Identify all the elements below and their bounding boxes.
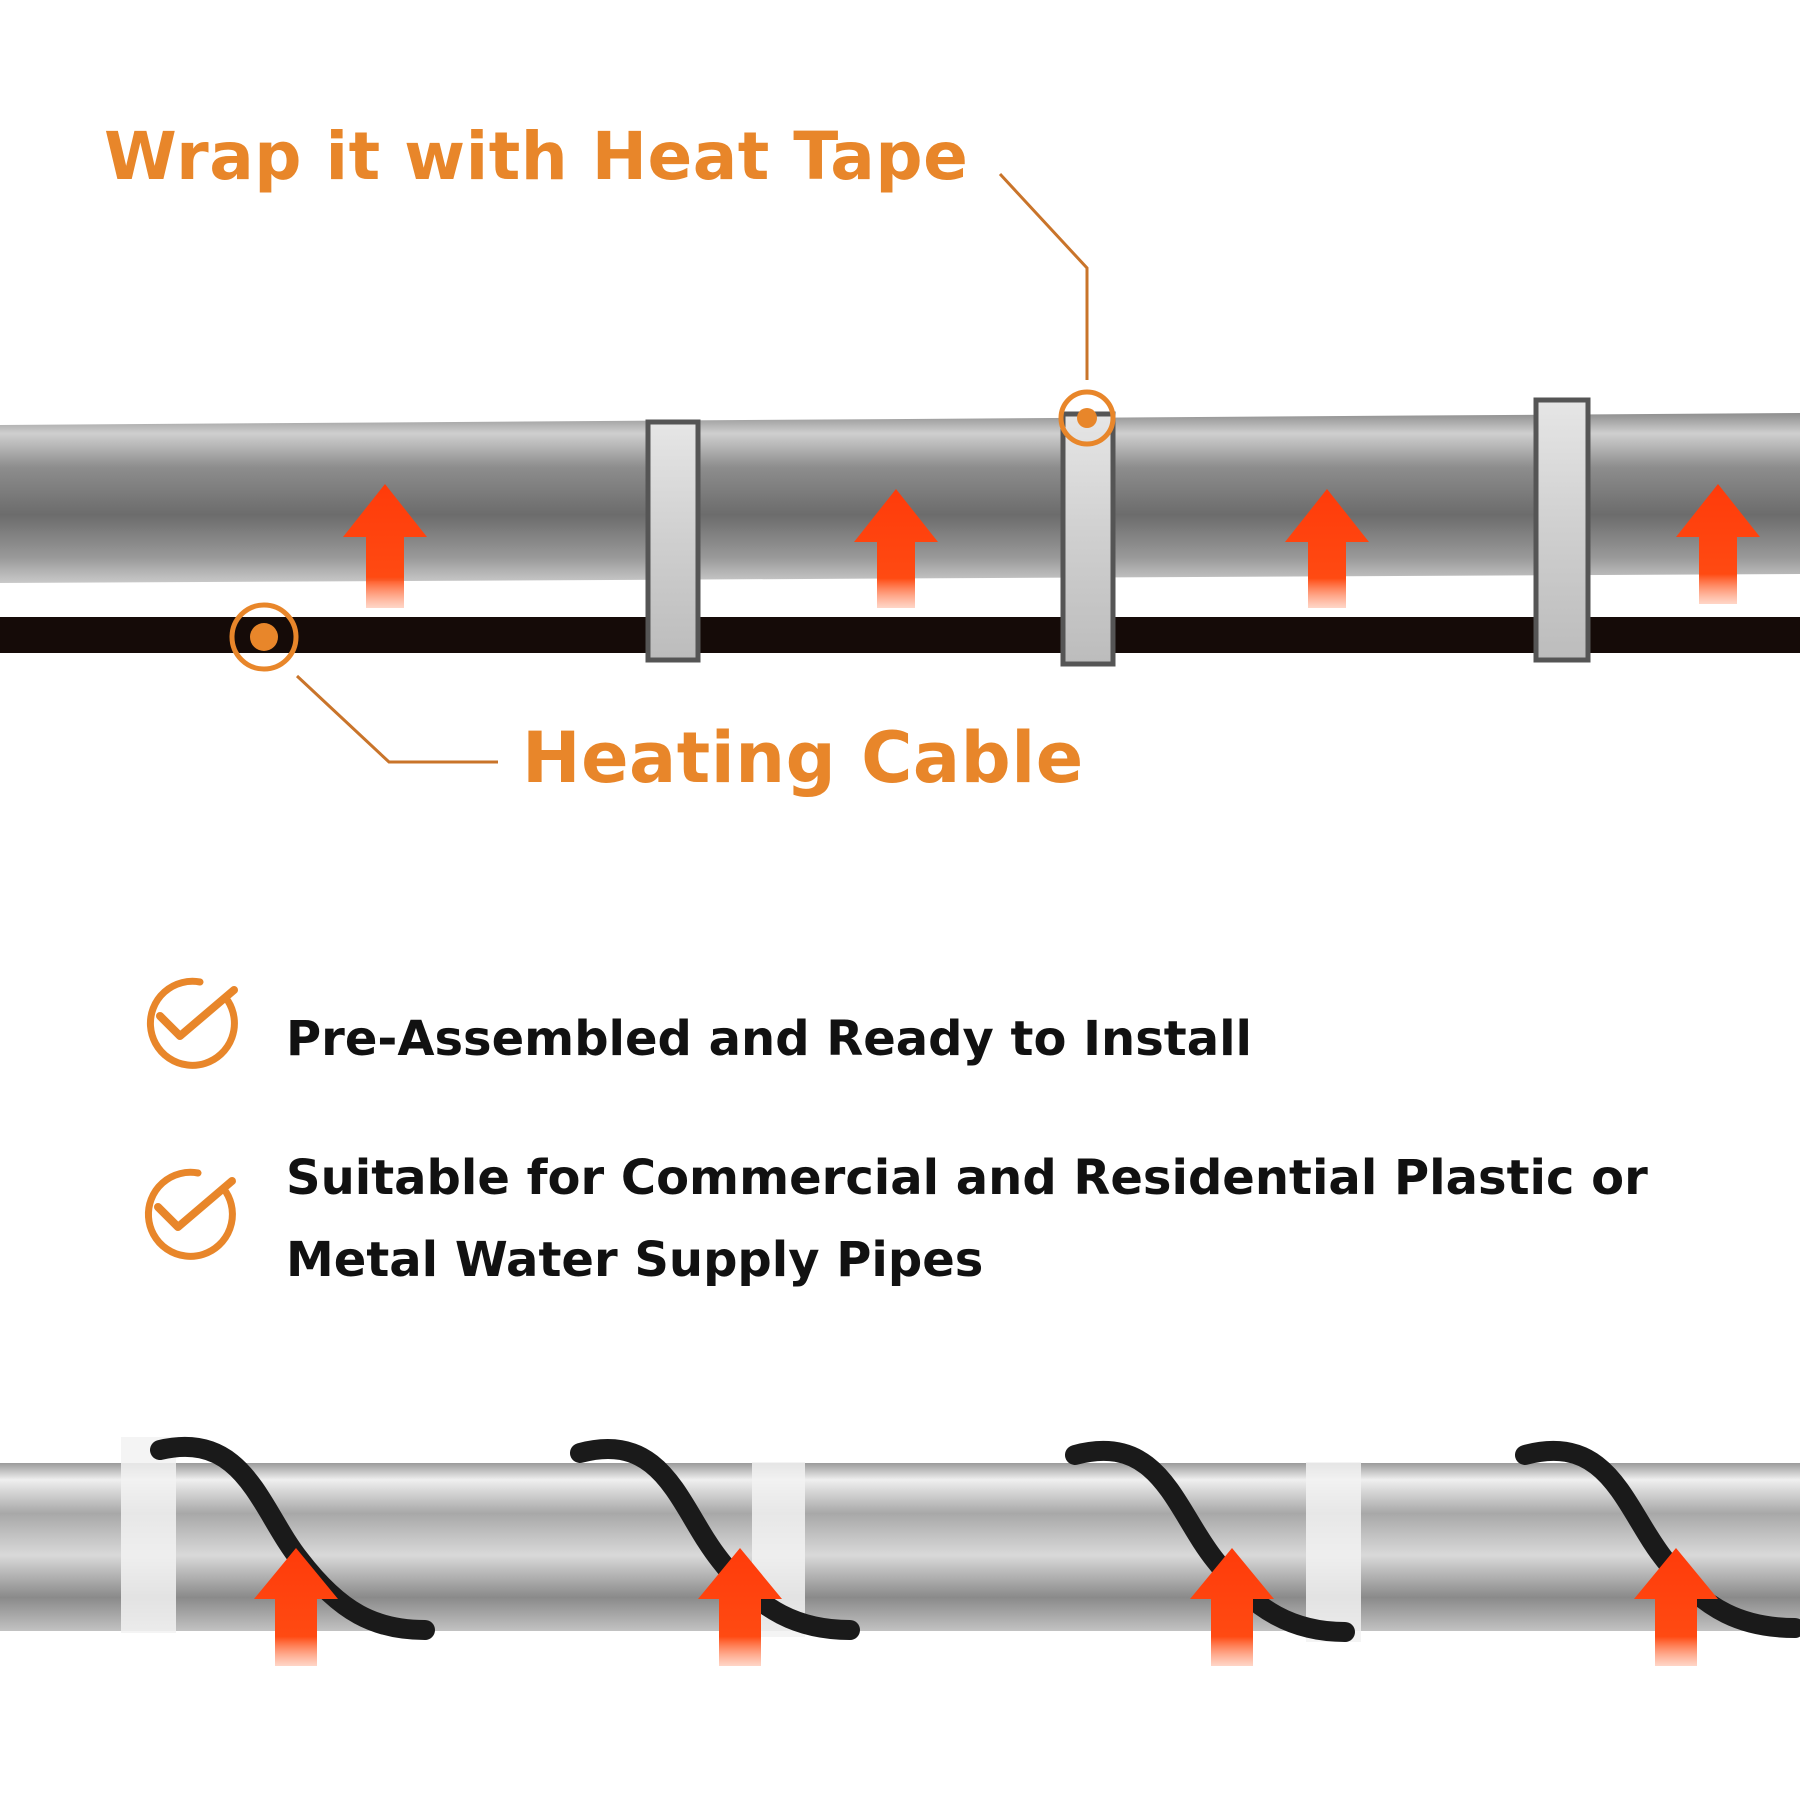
- heat-tape-label: Wrap it with Heat Tape: [104, 118, 969, 195]
- heat-arrow: [1285, 489, 1369, 608]
- feature-text-line: Suitable for Commercial and Residential …: [286, 1150, 1648, 1206]
- feature-item: Suitable for Commercial and Residential …: [286, 1137, 1648, 1301]
- tape-band: [645, 419, 701, 663]
- heating-cable-label: Heating Cable: [522, 717, 1084, 799]
- heat-arrow: [1634, 1548, 1718, 1666]
- tape-band: [1306, 1462, 1361, 1642]
- heat-arrow: [254, 1548, 338, 1666]
- tape-band: [1533, 397, 1591, 663]
- heat-arrow: [854, 489, 938, 608]
- tape-band: [1060, 411, 1116, 667]
- feature-text-line: Pre-Assembled and Ready to Install: [286, 1011, 1252, 1067]
- heat-arrow: [1676, 484, 1760, 604]
- heating-cable-callout-marker: [229, 602, 498, 764]
- tape-band: [121, 1437, 176, 1633]
- feature-text-line: Metal Water Supply Pipes: [286, 1232, 984, 1288]
- heating-cable: [0, 617, 1800, 653]
- heat-arrow: [343, 484, 427, 608]
- check-circle-icon: [146, 977, 238, 1069]
- heat-arrow: [698, 1548, 782, 1666]
- lower-pipe: [0, 1463, 1800, 1631]
- feature-item: Pre-Assembled and Ready to Install: [286, 998, 1252, 1080]
- heat-tape-callout-marker: [998, 172, 1116, 447]
- check-circle-icon: [144, 1168, 236, 1260]
- heat-arrow: [1190, 1548, 1274, 1666]
